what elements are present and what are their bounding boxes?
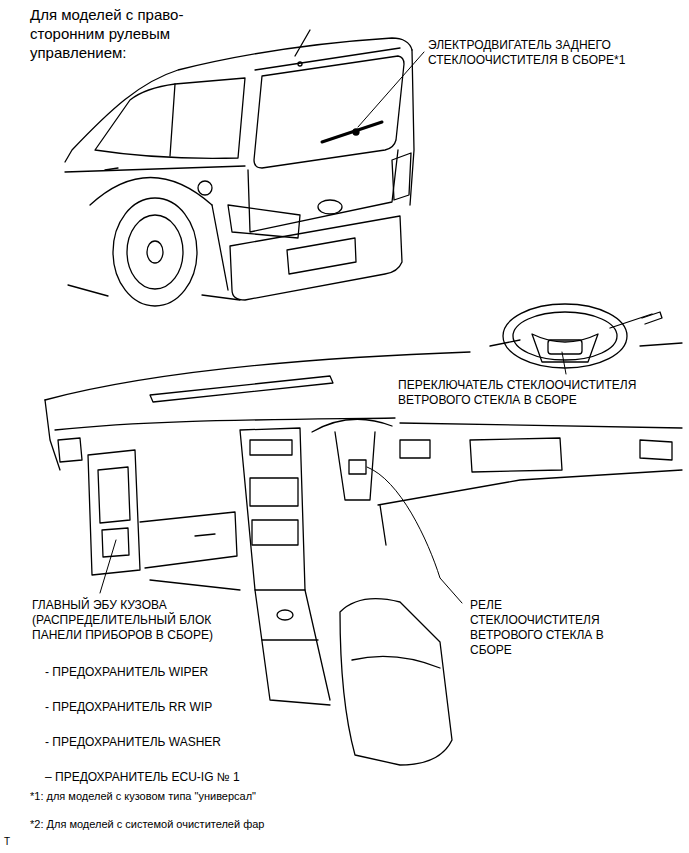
part-label: ЭЛЕКТРОДВИГАТЕЛЬ ЗАДНЕГО СТЕКЛООЧИСТИТЕЛ… bbox=[428, 38, 668, 68]
footnote: *1: для моделей с кузовом типа "универса… bbox=[30, 790, 430, 804]
fuse-label: - ПРЕДОХРАНИТЕЛЬ WASHER bbox=[45, 735, 285, 750]
steering-wheel bbox=[490, 304, 662, 368]
fuse-label: – ПРЕДОХРАНИТЕЛЬ ECU-IG № 1 bbox=[45, 770, 285, 785]
page-mark: T bbox=[4, 836, 24, 849]
rear-wiper bbox=[322, 122, 382, 142]
part-label: РЕЛЕ СТЕКЛООЧИСТИТЕЛЯ ВЕТРОВОГО СТЕКЛА В… bbox=[470, 598, 628, 658]
part-label: ПЕРЕКЛЮЧАТЕЛЬ СТЕКЛООЧИСТИТЕЛЯ ВЕТРОВОГО… bbox=[398, 378, 680, 408]
fuse-label: - ПРЕДОХРАНИТЕЛЬ RR WIP bbox=[45, 700, 285, 715]
footnote: *2: Для моделей с системой очистителей ф… bbox=[30, 818, 430, 832]
applicability-note: Для моделей с право- сторонним рулевым у… bbox=[30, 6, 200, 62]
seat bbox=[340, 599, 452, 765]
leader-line bbox=[100, 52, 566, 603]
fuse-label: - ПРЕДОХРАНИТЕЛЬ WIPER bbox=[45, 665, 285, 680]
dashboard bbox=[45, 343, 682, 705]
part-label: ГЛАВНЫЙ ЭБУ КУЗОВА (РАСПРЕДЕЛИТЕЛЬНЫЙ БЛ… bbox=[32, 598, 247, 643]
car-body bbox=[65, 30, 414, 306]
